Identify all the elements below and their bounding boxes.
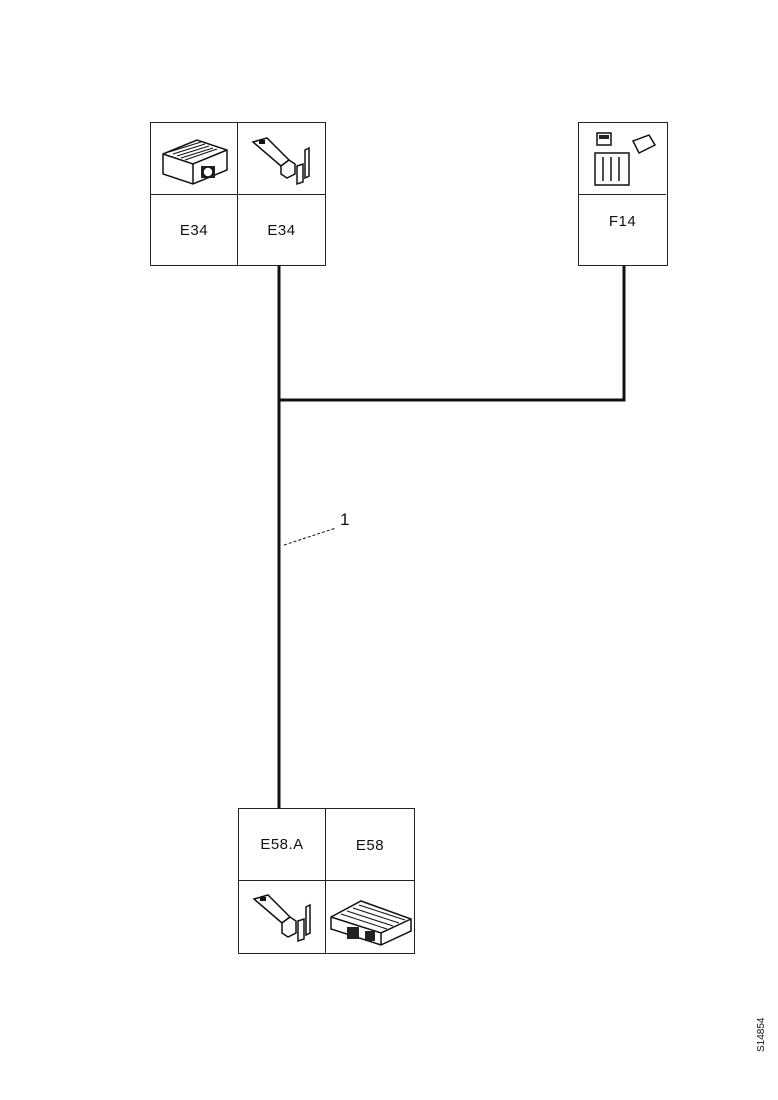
connector-label-cell: F14	[579, 195, 666, 265]
connector-label-cell-2: E58	[326, 809, 414, 881]
figure-reference: S14854	[756, 1017, 767, 1052]
connector-block-f14: F14	[578, 122, 668, 266]
connector-housing-icon	[162, 138, 228, 185]
connector-label: E58.A	[260, 836, 304, 853]
connector-label-cell-1: E58.A	[239, 809, 326, 881]
connector-housing-icon	[593, 131, 656, 186]
callout-leader	[283, 527, 337, 546]
cell-housing-image	[579, 123, 666, 195]
connector-housing-icon	[330, 900, 412, 946]
connector-block-e34: E34 E34	[150, 122, 326, 266]
connector-label: E34	[179, 221, 209, 239]
cell-terminal-image	[238, 123, 325, 195]
connector-label-cell-1: E34	[151, 195, 238, 265]
connector-label: E34	[267, 221, 296, 239]
connector-label: E58	[355, 837, 385, 854]
connector-label-cell-2: E34	[238, 195, 325, 265]
cell-terminal-image	[239, 881, 326, 953]
connector-label: F14	[608, 213, 637, 230]
cell-housing-image	[151, 123, 238, 195]
terminal-pin-icon	[250, 136, 310, 185]
cell-housing-image	[326, 881, 414, 953]
connector-block-e58: E58.A E58	[238, 808, 415, 954]
callout-number: 1	[340, 510, 350, 529]
wire-branch-to-f14	[279, 265, 626, 402]
terminal-pin-icon	[252, 894, 311, 943]
